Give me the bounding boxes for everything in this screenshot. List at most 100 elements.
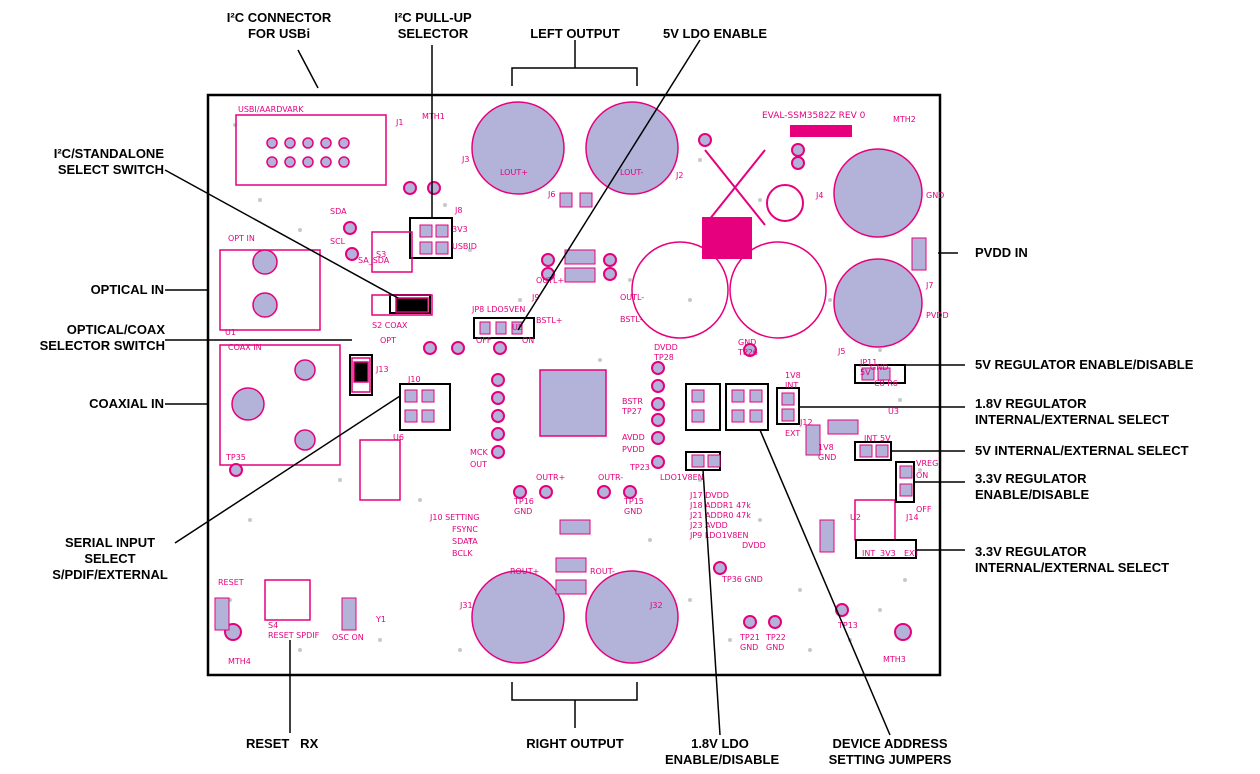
bracket-right-output — [511, 682, 638, 701]
svg-text:EXT: EXT — [904, 549, 919, 558]
leader-device-address — [743, 429, 891, 736]
callout-optical-coax-line2: SELECTOR SWITCH — [39, 338, 165, 353]
svg-text:AVDD: AVDD — [622, 433, 645, 442]
callout-3v3-reg-select-line1: 3.3V REGULATOR — [975, 544, 1087, 559]
terminal-lout-plus — [471, 101, 565, 195]
callout-3v3-reg-enable-line1: 3.3V REGULATOR — [975, 471, 1087, 486]
svg-text:OPT: OPT — [380, 336, 396, 345]
svg-text:5V: 5V — [860, 368, 871, 377]
terminal-gnd — [833, 148, 923, 238]
callout-left-output: LEFT OUTPUT — [530, 26, 620, 41]
svg-text:U3: U3 — [888, 407, 899, 416]
callout-i2c-standalone-line2: SELECT SWITCH — [57, 162, 164, 177]
svg-text:GND: GND — [624, 507, 642, 516]
svg-text:TP21: TP21 — [739, 633, 760, 642]
svg-text:TP36 GND: TP36 GND — [721, 575, 763, 584]
svg-text:J10: J10 — [407, 375, 421, 384]
svg-text:JP11: JP11 — [859, 358, 877, 367]
svg-text:OUTL-: OUTL- — [620, 293, 644, 302]
svg-text:MTH3: MTH3 — [883, 655, 906, 664]
svg-text:J7: J7 — [925, 281, 933, 290]
svg-text:JP9 LDO1V8EN: JP9 LDO1V8EN — [689, 531, 748, 540]
svg-text:BCLK: BCLK — [452, 549, 473, 558]
svg-text:SA_SDA: SA_SDA — [358, 256, 390, 265]
svg-text:J14: J14 — [905, 513, 919, 522]
callout-i2c-connector-line2: FOR USBi — [247, 26, 311, 41]
svg-text:S4: S4 — [268, 621, 278, 630]
svg-text:J10 SETTING: J10 SETTING — [429, 513, 479, 522]
input-connectors — [219, 249, 341, 466]
svg-text:TP15: TP15 — [623, 497, 644, 506]
callout-i2c-standalone: I²C/STANDALONE SELECT SWITCH — [40, 146, 164, 178]
svg-text:J6: J6 — [547, 190, 555, 199]
svg-text:J23 AVDD: J23 AVDD — [689, 521, 728, 530]
svg-text:3V3: 3V3 — [880, 549, 896, 558]
callout-1v8-reg-select-line2: INTERNAL/EXTERNAL SELECT — [975, 412, 1170, 427]
ics — [264, 369, 896, 621]
svg-text:U2: U2 — [850, 513, 861, 522]
bracket-left-output — [511, 67, 638, 86]
svg-text:J32: J32 — [649, 601, 663, 610]
svg-text:U1: U1 — [225, 328, 236, 337]
svg-text:LDO1V8EN: LDO1V8EN — [660, 473, 704, 482]
callout-1v8-ldo-enable: 1.8V LDO ENABLE/DISABLE — [665, 736, 780, 768]
svg-text:GND: GND — [738, 338, 756, 347]
svg-text:OUTR+: OUTR+ — [536, 473, 565, 482]
svg-text:TP23: TP23 — [629, 463, 650, 472]
callout-5v-ldo-enable: 5V LDO ENABLE — [662, 26, 767, 41]
svg-text:LOUT-: LOUT- — [620, 168, 643, 177]
svg-text:GND: GND — [870, 363, 888, 372]
svg-text:TP16: TP16 — [513, 497, 534, 506]
svg-text:BSTR: BSTR — [622, 397, 643, 406]
svg-text:TP22: TP22 — [765, 633, 786, 642]
svg-text:BSTL-: BSTL- — [620, 315, 643, 324]
callout-coaxial-in: COAXIAL IN — [89, 396, 164, 411]
svg-text:OUT: OUT — [470, 460, 487, 469]
svg-text:ROUT-: ROUT- — [590, 567, 615, 576]
svg-text:GND: GND — [514, 507, 532, 516]
svg-text:ON: ON — [522, 336, 534, 345]
compliance-logos — [702, 125, 852, 259]
svg-text:MCK: MCK — [470, 448, 488, 457]
svg-text:J13: J13 — [375, 365, 389, 374]
callout-right-output: RIGHT OUTPUT — [526, 736, 624, 751]
svg-text:FSYNC: FSYNC — [452, 525, 478, 534]
slide-switches — [351, 231, 433, 393]
test-points — [229, 133, 849, 629]
svg-text:USBID: USBID — [452, 242, 477, 251]
svg-text:J2: J2 — [675, 171, 683, 180]
svg-text:MTH4: MTH4 — [228, 657, 251, 666]
svg-text:TP13: TP13 — [837, 621, 858, 630]
svg-text:OUTL+: OUTL+ — [536, 276, 564, 285]
svg-text:S2 COAX: S2 COAX — [372, 321, 408, 330]
svg-text:C8 R6: C8 R6 — [874, 379, 898, 388]
callout-reset-rx: RESET RX — [246, 736, 319, 751]
callout-device-address: DEVICE ADDRESS SETTING JUMPERS — [815, 736, 965, 768]
svg-text:GND: GND — [740, 643, 758, 652]
callout-1v8-ldo-enable-line2: ENABLE/DISABLE — [665, 752, 780, 767]
svg-text:SDATA: SDATA — [452, 537, 478, 546]
callout-device-address-line1: DEVICE ADDRESS — [832, 736, 948, 751]
svg-text:RESET: RESET — [218, 578, 244, 587]
svg-text:OUTR-: OUTR- — [598, 473, 623, 482]
callout-1v8-reg-select: 1.8V REGULATOR INTERNAL/EXTERNAL SELECT — [975, 396, 1169, 428]
leader-i2c-connector — [297, 49, 319, 89]
svg-text:OFF: OFF — [476, 336, 492, 345]
callout-3v3-reg-select-line2: INTERNAL/EXTERNAL SELECT — [975, 560, 1170, 575]
svg-text:TP28: TP28 — [653, 353, 674, 362]
svg-text:BSTL+: BSTL+ — [536, 316, 562, 325]
svg-text:GND: GND — [818, 453, 836, 462]
svg-text:OFF: OFF — [916, 505, 932, 514]
callout-3v3-reg-select: 3.3V REGULATOR INTERNAL/EXTERNAL SELECT — [975, 544, 1169, 576]
callout-device-address-line2: SETTING JUMPERS — [828, 752, 952, 767]
callout-optical-coax-line1: OPTICAL/COAX — [66, 322, 165, 337]
svg-text:GND: GND — [926, 191, 944, 200]
svg-text:INT: INT — [862, 549, 875, 558]
svg-text:INT: INT — [864, 434, 877, 443]
svg-text:J3: J3 — [461, 155, 469, 164]
callout-i2c-standalone-line1: I²C/STANDALONE — [53, 146, 164, 161]
callout-5v-reg-enable: 5V REGULATOR ENABLE/DISABLE — [975, 357, 1194, 372]
leader-serial-input — [174, 395, 401, 544]
